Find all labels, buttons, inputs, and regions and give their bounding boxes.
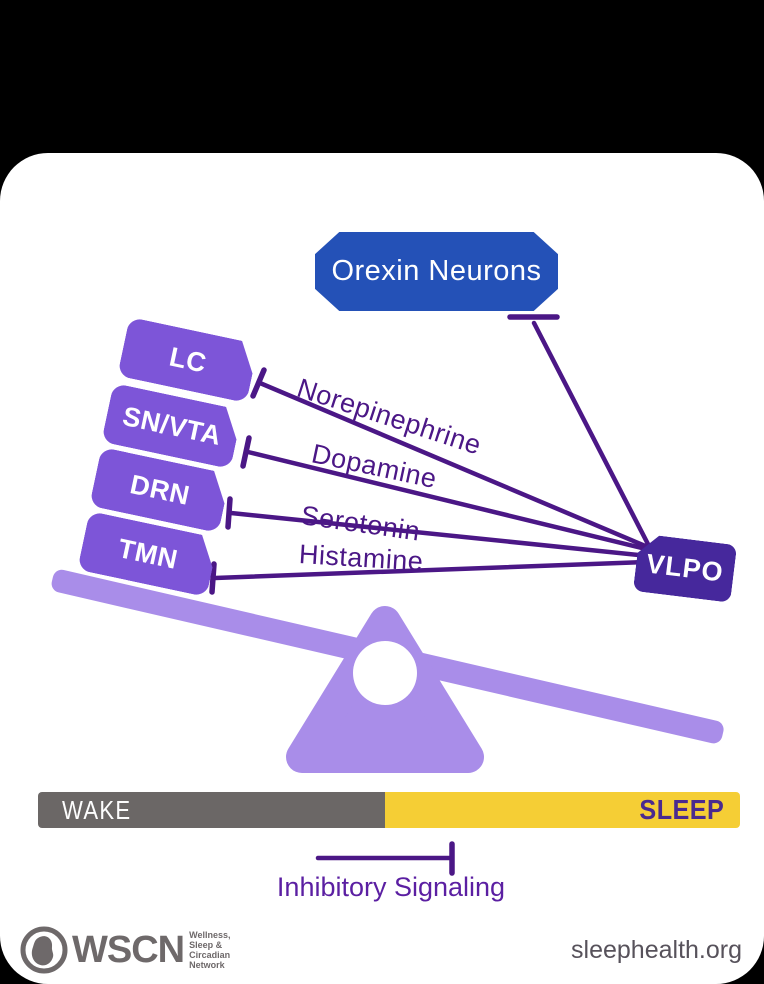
- wake-sleep-bar: WAKE SLEEP: [38, 792, 740, 828]
- drn-label: DRN: [127, 468, 193, 511]
- wscn-subtitle: Wellness, Sleep & Circadian Network: [189, 930, 230, 970]
- tmn-label: TMN: [115, 532, 181, 575]
- wscn-subtitle-line3: Circadian: [189, 950, 231, 960]
- sleep-segment: SLEEP: [385, 792, 740, 828]
- orexin-neurons-label: Orexin Neurons: [331, 255, 542, 287]
- wscn-subtitle-line2: Sleep &: [189, 939, 223, 950]
- website-link: sleephealth.org: [571, 936, 742, 964]
- wscn-subtitle-line1: Wellness,: [189, 929, 231, 940]
- wscn-logo-icon: [20, 926, 68, 974]
- wake-label: WAKE: [62, 794, 132, 825]
- wscn-logo: WSCN Wellness, Sleep & Circadian Network: [18, 924, 230, 976]
- vlpo-label: VLPO: [644, 547, 726, 588]
- wake-segment: WAKE: [38, 792, 385, 828]
- legend-label: Inhibitory Signaling: [276, 872, 506, 902]
- lc-label: LC: [166, 340, 210, 379]
- node-orexin-neurons: Orexin Neurons: [315, 232, 558, 311]
- wscn-acronym: WSCN: [72, 928, 185, 971]
- sleep-label: SLEEP: [639, 794, 724, 825]
- sn-vta-label: SN/VTA: [120, 400, 225, 451]
- wscn-subtitle-line4: Network: [189, 960, 225, 971]
